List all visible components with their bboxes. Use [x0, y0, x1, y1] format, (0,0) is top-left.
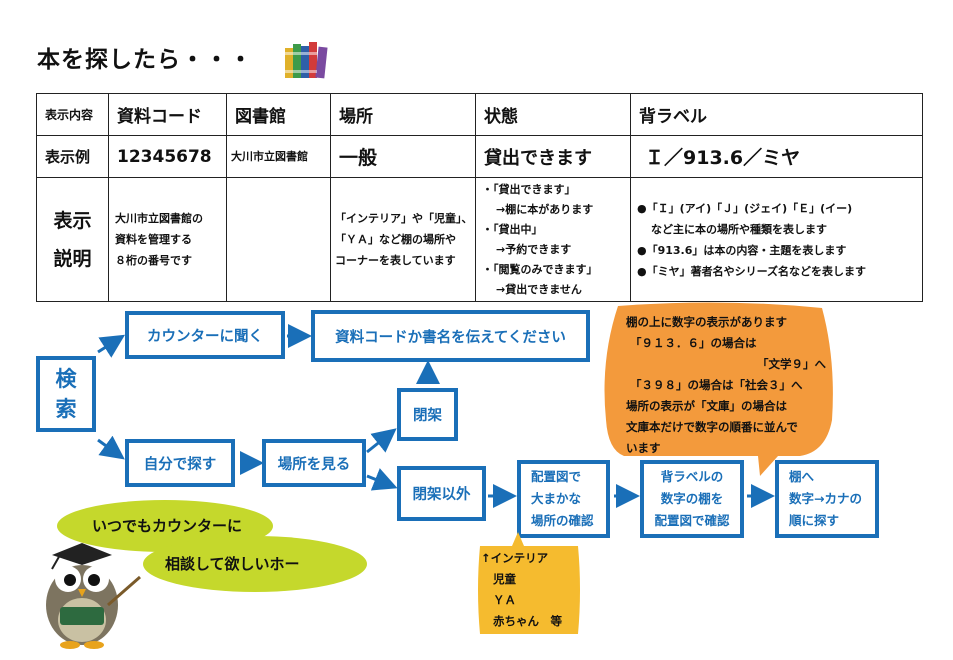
see-place-box: 場所を見る	[262, 439, 366, 487]
arrow-place-to-closed	[366, 428, 397, 454]
owl-speech-bubble	[57, 500, 367, 592]
example-label: 表示例	[36, 135, 109, 178]
arrow-place-to-notclosed	[366, 468, 398, 491]
find-self-box: 自分で探す	[125, 439, 235, 487]
table-example-row: 表示例 12345678 大川市立図書館 一般 貸出できます Ｉ／913.6／ミ…	[36, 135, 923, 178]
table-header-row: 表示内容 資料コード 図書館 場所 状態 背ラベル	[36, 93, 923, 136]
shelf-search-box: 棚へ 数字→カナの 順に探す	[775, 460, 879, 538]
table-desc-row: 表示 説明 大川市立図書館の 資料を管理する ８桁の番号です 「インテリア」や「…	[36, 177, 923, 302]
open-stack-box: 閉架以外	[397, 466, 486, 521]
example-place: 一般	[330, 135, 476, 178]
example-spine-label: Ｉ／913.6／ミヤ	[630, 135, 923, 178]
desc-place: 「インテリア」や「児童」、 「ＹＡ」など棚の場所や コーナーを表しています	[330, 177, 476, 302]
desc-code: 大川市立図書館の 資料を管理する ８桁の番号です	[108, 177, 227, 302]
owl-message-line2: 相談して欲しいホー	[165, 555, 300, 573]
spine-check-box: 背ラベルの 数字の棚を 配置図で確認	[640, 460, 744, 538]
page-title: 本を探したら・・・	[37, 47, 253, 73]
example-library: 大川市立図書館	[226, 135, 331, 178]
ask-counter-box: カウンターに聞く	[125, 311, 285, 359]
map-check-box: 配置図で 大まかな 場所の確認	[517, 460, 610, 538]
desc-label: 表示 説明	[36, 177, 109, 302]
example-status: 貸出できます	[475, 135, 631, 178]
header-status: 状態	[475, 93, 631, 136]
header-spine-label: 背ラベル	[630, 93, 923, 136]
arrow-search-to-counter	[97, 334, 126, 358]
yellow-note-bubble	[478, 532, 580, 634]
desc-status: ・「貸出できます」 →棚に本があります ・「貸出中」 →予約できます ・「閲覧の…	[475, 177, 631, 302]
desc-spine-label: ●「Ｉ」(アイ)「Ｊ」(ジェイ)「Ｅ」(イー) など主に本の場所や種類を表します…	[630, 177, 923, 302]
header-library: 図書館	[226, 93, 331, 136]
tell-code-box: 資料コードか書名を伝えてください	[311, 310, 590, 362]
location-note: ↑インテリア 児童 ＹＡ 赤ちゃん 等	[481, 551, 562, 628]
header-place: 場所	[330, 93, 476, 136]
owl-professor-icon	[46, 543, 141, 649]
search-box: 検 索	[36, 356, 96, 432]
books-icon	[285, 42, 328, 79]
orange-speech-bubble	[604, 302, 833, 476]
bubble-text: 棚の上に数字の表示があります 「９１３．６」の場合は 「文学９」へ 「３９８」の…	[626, 315, 826, 455]
info-table: 表示内容 資料コード 図書館 場所 状態 背ラベル 表示例 12345678 大…	[36, 93, 923, 302]
arrow-search-to-self	[97, 435, 125, 460]
closed-stack-box: 閉架	[397, 388, 458, 441]
owl-message-line1: いつでもカウンターに	[92, 517, 243, 535]
header-display-content: 表示内容	[36, 93, 109, 136]
